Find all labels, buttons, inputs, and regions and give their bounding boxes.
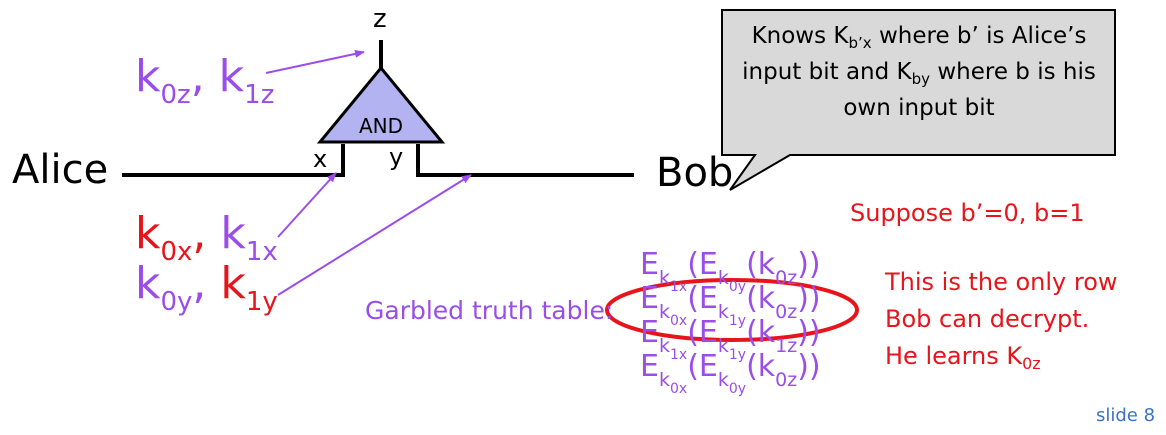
inner-key-subscript: 0y <box>728 279 747 295</box>
outer-key-subscript: 0x <box>669 381 688 397</box>
note-line-1: This is the only row <box>885 268 1118 296</box>
arrow-z-keys <box>265 49 365 74</box>
suppose-text: Suppose b’=0, b=1 <box>850 199 1085 227</box>
key-letter: k <box>220 258 246 309</box>
highlight-ellipse <box>605 278 859 342</box>
decrypt-note: This is the only row Bob can decrypt. He… <box>885 264 1155 382</box>
key-separator: , <box>190 51 219 102</box>
speech-bubble <box>721 9 1116 191</box>
key-subscript: 1y <box>245 287 278 317</box>
key-letter: k <box>135 208 161 259</box>
inner-key-subscript: 1y <box>728 313 747 329</box>
y-key-1: k1y <box>220 258 277 316</box>
output-key-1: k1z <box>218 51 275 109</box>
note-line-2: Bob can decrypt. <box>885 305 1090 333</box>
and-gate <box>316 65 446 144</box>
note-line-3: He learns K0z <box>885 342 1041 373</box>
inner-key-subscript: 0y <box>728 381 747 397</box>
inner-key-subscript: 1y <box>728 347 747 363</box>
key-letter: k <box>220 208 246 259</box>
key-subscript: 0x <box>160 237 193 267</box>
slide-number: slide 8 <box>1096 405 1156 426</box>
wire-y <box>416 144 634 177</box>
table-row: Ek0x(Ek1y(k0z)) <box>640 281 821 329</box>
bubble-text: Knows Kb’x where b’ is Alice’s input bit… <box>742 23 1096 121</box>
garbled-table-label: Garbled truth table: <box>365 296 614 325</box>
result-key-subscript: 0z <box>775 301 798 323</box>
label-x: x <box>313 145 328 173</box>
key-subscript: 1x <box>245 237 278 267</box>
garbled-truth-table: Ek1x(Ek0y(k0z))Ek0x(Ek1y(k0z))Ek1x(Ek1y(… <box>640 247 821 397</box>
key-letter: k <box>135 258 161 309</box>
outer-key-subscript: 1x <box>669 347 688 363</box>
arrow-x-keys <box>277 172 337 238</box>
label-z: z <box>373 4 387 34</box>
table-row: Ek0x(Ek0y(k0z)) <box>640 349 821 397</box>
key-letter: k <box>135 51 161 102</box>
result-key-subscript: 0z <box>775 369 798 391</box>
output-key-0: k0z <box>135 51 191 109</box>
key-separator: , <box>192 258 221 309</box>
key-subscript: 0y <box>160 287 193 317</box>
table-row: Ek1x(Ek0y(k0z)) <box>640 247 821 295</box>
result-key-subscript: 0z <box>775 267 798 289</box>
bob-label: Bob <box>656 150 734 196</box>
label-y: y <box>389 143 404 171</box>
key-letter: k <box>218 51 245 102</box>
gate-label-and: AND <box>359 114 404 138</box>
x-key-0: k0x <box>135 208 192 266</box>
x-key-1: k1x <box>220 208 277 266</box>
y-key-0: k0y <box>135 258 192 316</box>
key-separator: , <box>192 208 221 259</box>
result-key-subscript: 1z <box>775 335 798 357</box>
wire-x <box>122 144 345 177</box>
x-keys-label: k0x, k1x <box>135 212 278 266</box>
key-subscript: 0z <box>160 80 191 110</box>
alice-label: Alice <box>12 147 109 193</box>
outer-key-subscript: 1x <box>669 279 688 295</box>
outer-key-subscript: 0x <box>669 313 688 329</box>
key-subscript: 1z <box>244 80 275 110</box>
table-row: Ek1x(Ek1y(k1z)) <box>640 315 821 363</box>
arrow-y-keys <box>277 174 472 296</box>
output-keys-label: k0z, k1z <box>135 55 274 109</box>
y-keys-label: k0y, k1y <box>135 262 278 316</box>
